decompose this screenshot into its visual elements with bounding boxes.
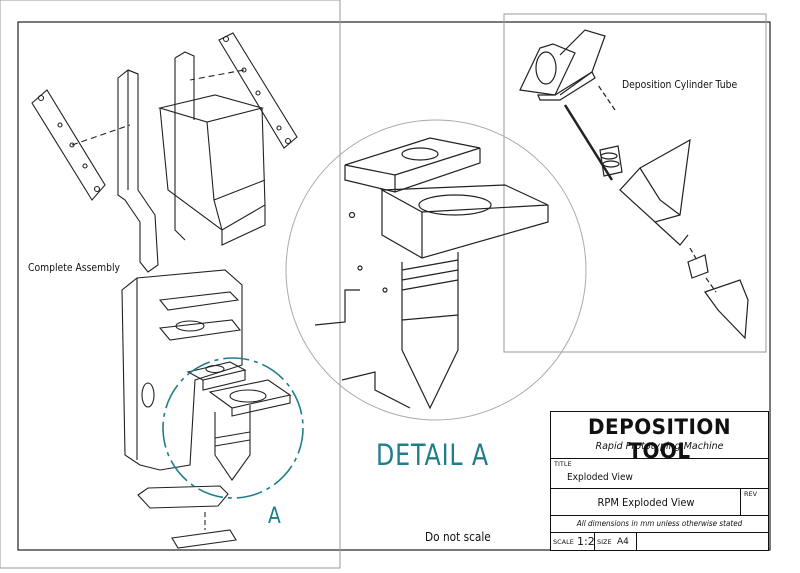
title-block-name-row: DEPOSITION TOOL Rapid Prototyping Machin… <box>551 412 768 463</box>
dimension-notes: All dimensions in mm unless otherwise st… <box>576 519 743 528</box>
title-block-notes-row: All dimensions in mm unless otherwise st… <box>551 516 768 533</box>
detail-a-circle <box>285 119 587 421</box>
title-value: Exploded View <box>567 472 633 483</box>
scale-caption: SCALE <box>553 538 574 546</box>
title-caption: TITLE <box>554 460 572 468</box>
scale-cell: SCALE 1:2 <box>551 533 595 550</box>
drawing-name: DEPOSITION TOOL <box>587 415 732 463</box>
scale-value: 1:2 <box>577 535 595 548</box>
view-frame-exploded <box>503 13 767 353</box>
drawing-title-value: RPM Exploded View <box>597 496 695 509</box>
detail-callout-circle <box>162 357 304 499</box>
sheet-frame <box>17 21 771 551</box>
complete-assembly-drawing <box>31 32 298 549</box>
title-block-scale-row: SCALE 1:2 SIZE A4 <box>551 533 768 550</box>
detail-callout-letter: A <box>268 504 281 529</box>
size-caption: SIZE <box>597 538 612 546</box>
view-frame-left <box>0 0 341 569</box>
revision-cell: REV <box>740 489 768 515</box>
deposition-cylinder-drawing <box>519 29 749 340</box>
revision-caption: REV <box>744 490 758 498</box>
deposition-cylinder-label: Deposition Cylinder Tube <box>622 79 738 91</box>
size-value: A4 <box>617 537 629 547</box>
detail-a-drawing <box>314 137 549 410</box>
title-block: DEPOSITION TOOL Rapid Prototyping Machin… <box>550 411 769 551</box>
title-block-drawing-row: RPM Exploded View REV <box>551 489 768 516</box>
do-not-scale-note: Do not scale <box>425 530 491 544</box>
size-cell: SIZE A4 <box>595 533 637 550</box>
title-block-title-row: TITLE Exploded View <box>551 459 768 489</box>
drawing-subtitle: Rapid Prototyping Machine <box>595 441 724 452</box>
complete-assembly-label: Complete Assembly <box>28 262 121 274</box>
detail-a-heading: DETAIL A <box>376 438 489 472</box>
